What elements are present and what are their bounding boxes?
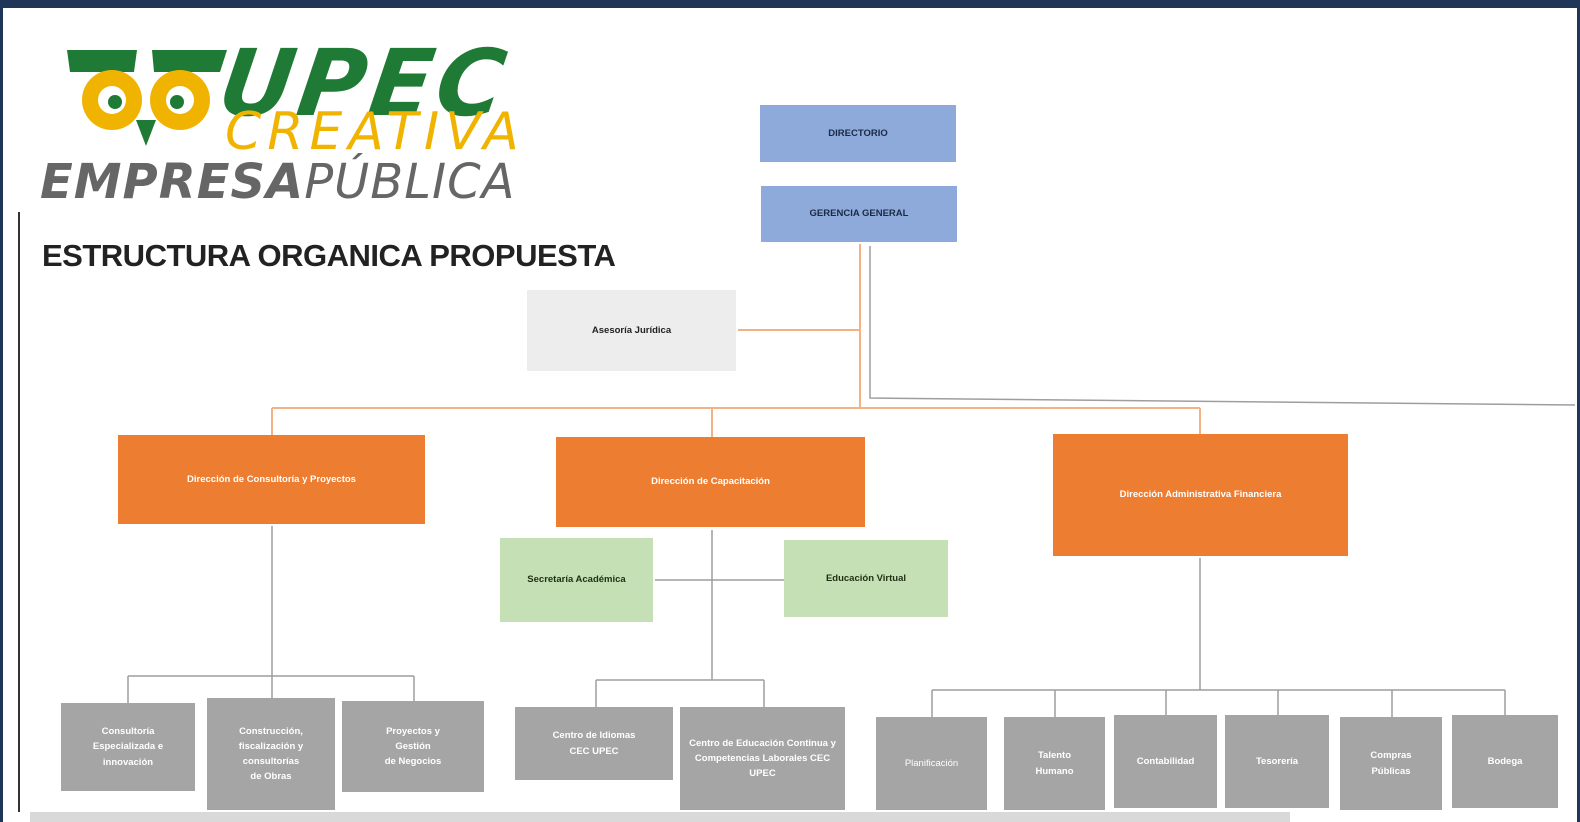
right-frame-border [1577,0,1580,822]
upec-creativa-logo: UPEC CREATIVA EMPRESAPÚBLICA [40,30,620,210]
node-bodega: Bodega [1452,715,1558,808]
node-secretaria-academica: Secretaría Académica [500,538,653,622]
node-consultoria-especializada: Consultoría Especializada e innovación [61,703,195,791]
logo-empresa-light: PÚBLICA [304,154,516,210]
node-centro-idiomas: Centro de Idiomas CEC UPEC [515,707,673,780]
node-direccion-consultoria: Dirección de Consultoría y Proyectos [118,435,425,524]
node-talento-humano: Talento Humano [1004,717,1105,810]
logo-creativa-wordmark: CREATIVA [225,102,525,162]
logo-empresa-bold: EMPRESA [40,154,305,210]
connector-gerencia-right [869,246,1576,406]
owl-icon [67,50,227,146]
node-educacion-virtual: Educación Virtual [784,540,948,617]
node-contabilidad: Contabilidad [1114,715,1217,808]
node-planificacion: Planificación [876,717,987,810]
logo-empresa-publica: EMPRESAPÚBLICA [40,154,515,210]
node-construccion-fiscalizacion: Construcción, fiscalización y consultorí… [207,698,335,810]
node-tesoreria: Tesorería [1225,715,1329,808]
bottom-scroll-strip [30,812,1290,822]
node-directorio: DIRECTORIO [760,105,956,162]
node-centro-educacion-continua: Centro de Educación Continua y Competenc… [680,707,845,810]
left-rule [18,212,20,812]
top-frame-bar [0,0,1580,8]
node-direccion-capacitacion: Dirección de Capacitación [556,437,865,527]
node-direccion-administrativa: Dirección Administrativa Financiera [1053,434,1348,556]
node-asesoria-juridica: Asesoría Jurídica [527,290,736,371]
node-compras-publicas: Compras Públicas [1340,717,1442,810]
node-proyectos-gestion: Proyectos y Gestión de Negocios [342,701,484,792]
node-gerencia-general: GERENCIA GENERAL [761,186,957,242]
left-frame-border [0,0,3,822]
page-title: ESTRUCTURA ORGANICA PROPUESTA [42,238,616,273]
